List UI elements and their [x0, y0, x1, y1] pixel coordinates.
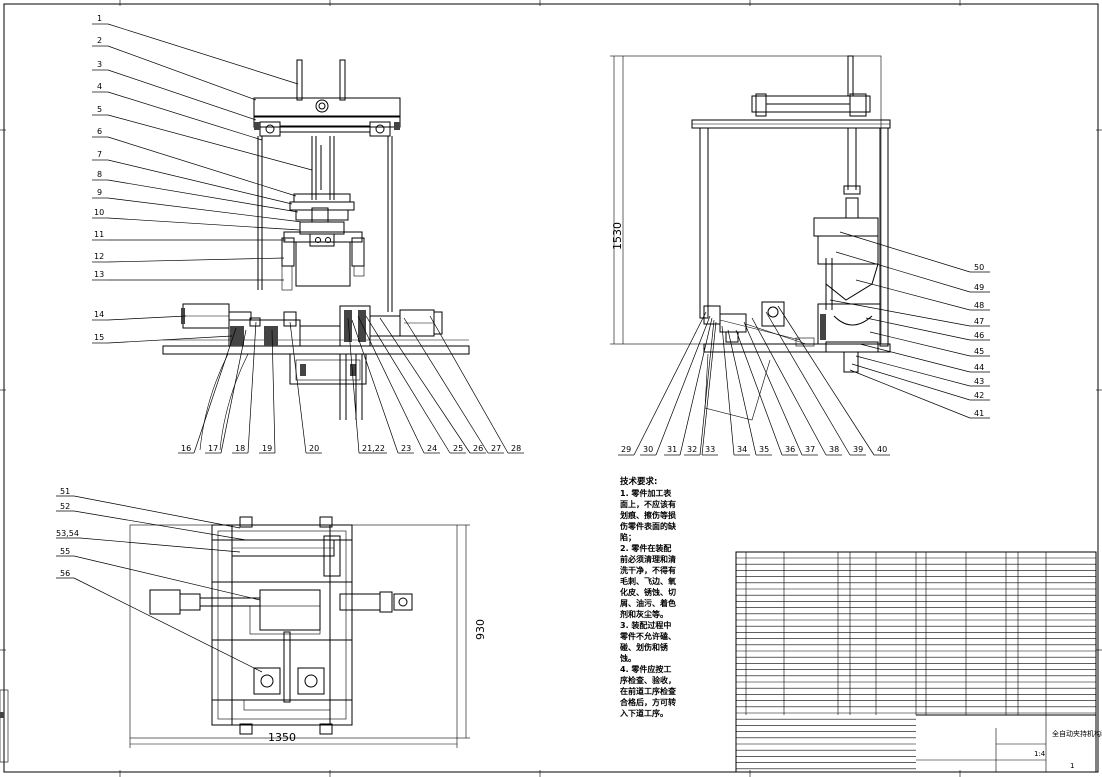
- leader-30: 30: [643, 445, 653, 454]
- leader-26: 26: [473, 444, 483, 453]
- technical-requirements: 技术要求: 1. 零件加工表面上，不应该有划痕、擦伤等损伤零件表面的缺陷； 2.…: [620, 477, 676, 719]
- leader-36: 36: [785, 445, 795, 454]
- drawing-scale: 1:4: [1034, 750, 1046, 758]
- side-leaders: [618, 231, 990, 456]
- leader-45: 45: [974, 347, 984, 356]
- leader-19: 19: [262, 444, 272, 453]
- drawing-title: 全自动夹持机构装配图: [1052, 729, 1102, 738]
- leader-52: 52: [60, 502, 70, 511]
- leader-15: 15: [94, 333, 104, 342]
- leader-47: 47: [974, 317, 984, 326]
- leader-25: 25: [453, 444, 463, 453]
- leader-50: 50: [974, 263, 984, 272]
- leader-3: 3: [97, 60, 102, 69]
- sheet-number: 1: [1070, 762, 1074, 770]
- leader-24: 24: [427, 444, 437, 453]
- leader-46: 46: [974, 331, 984, 340]
- side-leader-numbers: 50 49 48 47 46 45 44 43 42 41 29 30 31 3…: [621, 263, 984, 454]
- leader-4: 4: [97, 82, 102, 91]
- leader-48: 48: [974, 301, 984, 310]
- leader-31: 31: [667, 445, 677, 454]
- leader-28: 28: [511, 444, 521, 453]
- note-2: 2. 零件在装配前必须清理和清洗干净，不得有毛刺、飞边、氧化皮、锈蚀、切屑、油污…: [620, 544, 676, 619]
- leader-11: 11: [94, 230, 104, 239]
- dimension-1530: 1530: [611, 222, 624, 250]
- leader-23: 23: [401, 444, 411, 453]
- leader-49: 49: [974, 283, 984, 292]
- leader-12: 12: [94, 252, 104, 261]
- leader-44: 44: [974, 363, 984, 372]
- sheet-border: [3, 3, 1099, 773]
- leader-53-54: 53,54: [56, 529, 79, 538]
- front-leader-numbers: 1 2 3 4 5 6 7 8 9 10 11 12 13 14 15 16 1…: [94, 14, 521, 453]
- leader-5: 5: [97, 105, 102, 114]
- leader-40: 40: [877, 445, 887, 454]
- note-1: 1. 零件加工表面上，不应该有划痕、擦伤等损伤零件表面的缺陷；: [620, 489, 676, 542]
- leader-38: 38: [829, 445, 839, 454]
- dimension-1350: 1350: [268, 731, 296, 744]
- leader-51: 51: [60, 487, 70, 496]
- leader-37: 37: [805, 445, 815, 454]
- plan-leader-numbers: 51 52 53,54 55 56: [56, 487, 79, 578]
- leader-17: 17: [208, 444, 218, 453]
- note-4: 4. 零件应按工序检查、验收，在前道工序检查合格后，方可转入下道工序。: [620, 665, 676, 718]
- leader-56: 56: [60, 569, 70, 578]
- bill-of-materials: [735, 551, 1097, 773]
- plan-leaders: [56, 495, 263, 673]
- note-3: 3. 装配过程中零件不允许磕、碰、划伤和锈蚀。: [620, 621, 676, 663]
- leader-8: 8: [97, 170, 102, 179]
- leader-43: 43: [974, 377, 984, 386]
- leader-18: 18: [235, 444, 245, 453]
- front-view: [162, 59, 470, 451]
- leader-20: 20: [309, 444, 319, 453]
- leader-55: 55: [60, 547, 70, 556]
- leader-6: 6: [97, 127, 102, 136]
- leader-21-22: 21,22: [362, 444, 385, 453]
- leader-33: 33: [705, 445, 715, 454]
- leader-2: 2: [97, 36, 102, 45]
- leader-16: 16: [181, 444, 191, 453]
- leader-13: 13: [94, 270, 104, 279]
- leader-1: 1: [97, 14, 102, 23]
- leader-39: 39: [853, 445, 863, 454]
- leader-9: 9: [97, 188, 102, 197]
- side-view: [610, 55, 891, 421]
- leader-10: 10: [94, 208, 104, 217]
- revision-strip: [0, 689, 9, 763]
- leader-27: 27: [491, 444, 501, 453]
- leader-34: 34: [737, 445, 747, 454]
- front-leaders: [92, 23, 524, 454]
- leader-7: 7: [97, 150, 102, 159]
- leader-29: 29: [621, 445, 631, 454]
- plan-view: [129, 516, 470, 748]
- leader-14: 14: [94, 310, 104, 319]
- dimension-930: 930: [474, 619, 487, 640]
- leader-41: 41: [974, 409, 984, 418]
- notes-title: 技术要求:: [620, 477, 658, 487]
- leader-42: 42: [974, 391, 984, 400]
- leader-35: 35: [759, 445, 769, 454]
- leader-32: 32: [687, 445, 697, 454]
